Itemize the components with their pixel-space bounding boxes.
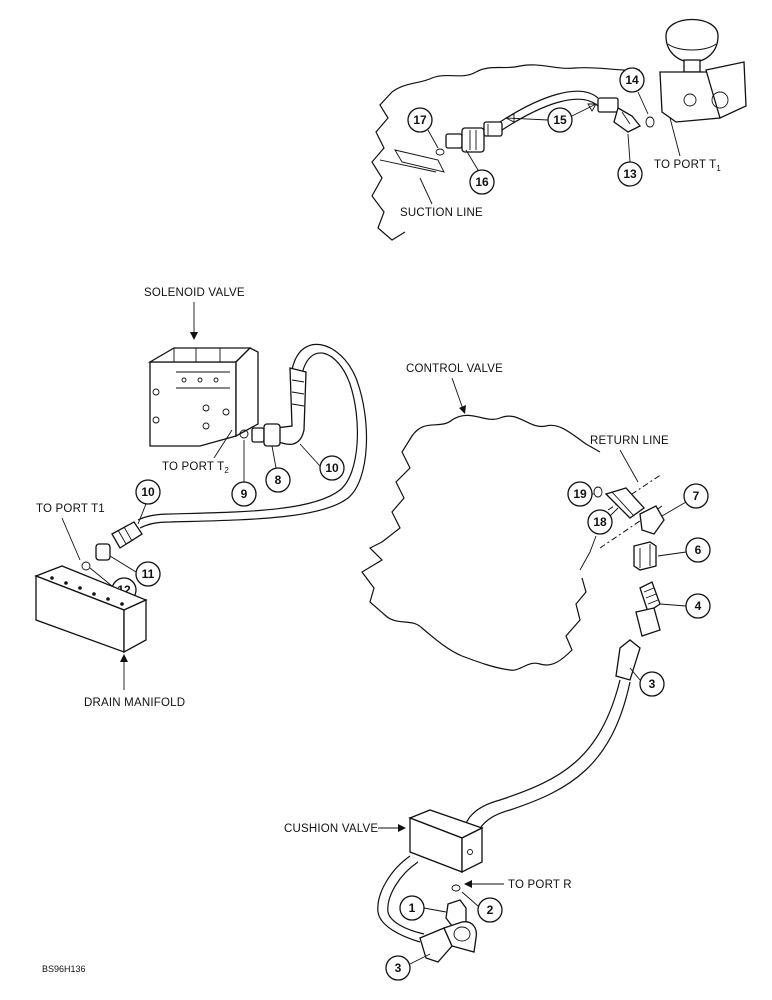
fitting-8: [251, 423, 281, 447]
svg-text:18: 18: [593, 515, 607, 529]
svg-text:19: 19: [573, 487, 587, 501]
leader-to-port-t1-top: [669, 117, 681, 157]
svg-text:11: 11: [142, 567, 155, 581]
leader-control-valve: [451, 377, 465, 413]
svg-text:13: 13: [623, 167, 637, 181]
o-ring-2: [451, 884, 461, 892]
callout-10b: 10: [135, 479, 161, 525]
callout-10a: 10: [299, 443, 345, 481]
control-valve-right-edge: [579, 535, 597, 571]
arrow-control-valve: [459, 405, 466, 414]
svg-text:14: 14: [625, 73, 639, 87]
leader-suction-line: [419, 177, 433, 205]
engine-outline-top: [371, 64, 641, 241]
return-line-pipe-lower: [599, 505, 663, 549]
hose-solenoid-to-manifold: [137, 343, 368, 529]
hose-end-10b: [111, 521, 143, 549]
svg-text:9: 9: [241, 487, 248, 501]
label-to-port-r: TO PORT R: [508, 879, 572, 891]
label-to-port-t2: TO PORT T2: [162, 461, 229, 475]
leader-return-line: [619, 449, 639, 483]
callout-8: 8: [265, 445, 291, 493]
hose-cushion-return: [377, 855, 421, 943]
callout-4: 4: [659, 593, 711, 619]
svg-text:16: 16: [475, 175, 489, 189]
svg-text:17: 17: [413, 113, 427, 127]
pilot-valve: [659, 18, 747, 123]
adapter-18: [604, 487, 645, 519]
label-drain-manifold: DRAIN MANIFOLD: [84, 697, 185, 709]
o-ring-14: [645, 116, 655, 128]
leader-to-port-t2: [213, 429, 233, 459]
callout-11: 11: [109, 555, 161, 587]
label-return-line: RETURN LINE: [590, 435, 669, 447]
leader-to-port-t1-left: [61, 517, 81, 561]
o-ring-9: [239, 429, 249, 439]
callout-3a: 3: [629, 667, 665, 697]
elbow-7: [639, 505, 665, 535]
callout-6: 6: [657, 537, 711, 563]
fitting-4: [635, 581, 661, 637]
elbow-fitting-3: [419, 921, 478, 963]
callout-1: 1: [399, 895, 447, 921]
svg-text:7: 7: [693, 489, 700, 503]
callout-13: 13: [617, 133, 643, 187]
o-ring-12: [81, 561, 91, 571]
callout-15: 15: [504, 103, 597, 133]
o-ring-17: [435, 148, 445, 156]
arrow-drain-manifold: [120, 654, 128, 662]
callout-2: 2: [461, 891, 503, 923]
control-valve-outline: [361, 414, 601, 671]
svg-text:1: 1: [409, 901, 416, 915]
label-solenoid-valve: SOLENOID VALVE: [144, 287, 245, 299]
svg-text:2: 2: [487, 903, 494, 917]
svg-text:15: 15: [553, 113, 567, 127]
svg-text:3: 3: [649, 677, 656, 691]
callout-19: 19: [567, 481, 594, 507]
hose-to-cushion-valve: [462, 639, 641, 851]
label-control-valve: CONTROL VALVE: [406, 363, 503, 375]
svg-text:10: 10: [325, 461, 339, 475]
svg-text:3: 3: [395, 961, 402, 975]
fitting-16: [445, 121, 503, 153]
callout-3b: 3: [385, 953, 431, 981]
solenoid-valve: [147, 347, 259, 447]
callout-16: 16: [465, 149, 495, 195]
label-to-port-t1-left: TO PORT T1: [36, 503, 105, 515]
callout-7: 7: [661, 483, 709, 517]
callout-17: 17: [407, 107, 439, 149]
hose-cushion-return-inner: [387, 861, 425, 935]
hose-end-13: [597, 97, 642, 133]
drain-manifold: [34, 565, 148, 654]
svg-text:6: 6: [695, 543, 702, 557]
arrow-cushion-valve: [398, 824, 406, 832]
label-suction-line: SUCTION LINE: [400, 207, 483, 219]
fitting-11: [95, 543, 111, 561]
arrow-solenoid-valve: [190, 332, 198, 340]
callout-9: 9: [231, 440, 257, 507]
callout-14: 14: [619, 67, 649, 115]
svg-text:10: 10: [141, 485, 155, 499]
figure-code: BS96H136: [42, 964, 86, 974]
label-cushion-valve: CUSHION VALVE: [284, 823, 378, 835]
svg-text:8: 8: [275, 473, 282, 487]
o-ring-19: [593, 486, 603, 498]
arrow-to-port-r: [464, 880, 472, 888]
fitting-6: [633, 541, 657, 571]
svg-text:4: 4: [695, 599, 702, 613]
cushion-valve: [408, 809, 484, 874]
label-to-port-t1-top: TO PORT T1: [654, 159, 721, 173]
callout-18: 18: [587, 507, 619, 535]
